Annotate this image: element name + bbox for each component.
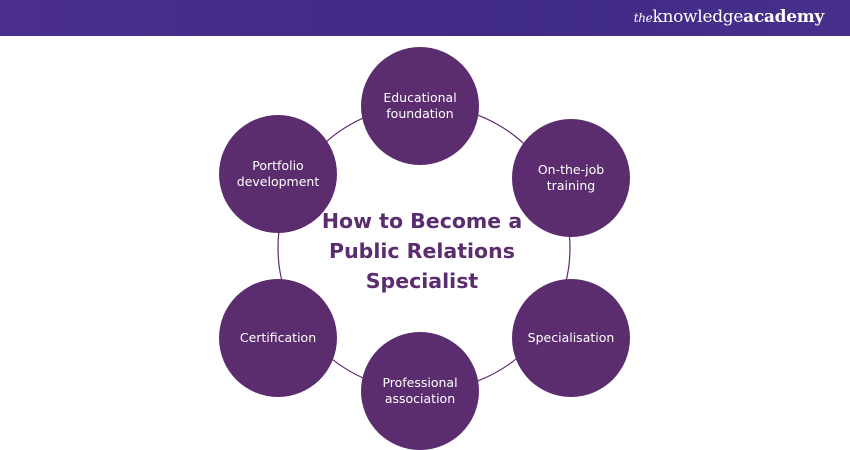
- brand-logo: theknowledgeacademy: [633, 7, 825, 27]
- header-bar: theknowledgeacademy: [0, 0, 850, 36]
- step-specialisation: Specialisation: [512, 279, 630, 397]
- step-educational-foundation: Educational foundation: [361, 47, 479, 165]
- step-on-the-job-training: On-the-job training: [512, 119, 630, 237]
- diagram-title: How to Become a Public Relations Special…: [321, 209, 523, 293]
- step-portfolio-development: Portfolio development: [219, 115, 337, 233]
- step-certification: Certification: [219, 279, 337, 397]
- step-professional-association: Professional association: [361, 332, 479, 450]
